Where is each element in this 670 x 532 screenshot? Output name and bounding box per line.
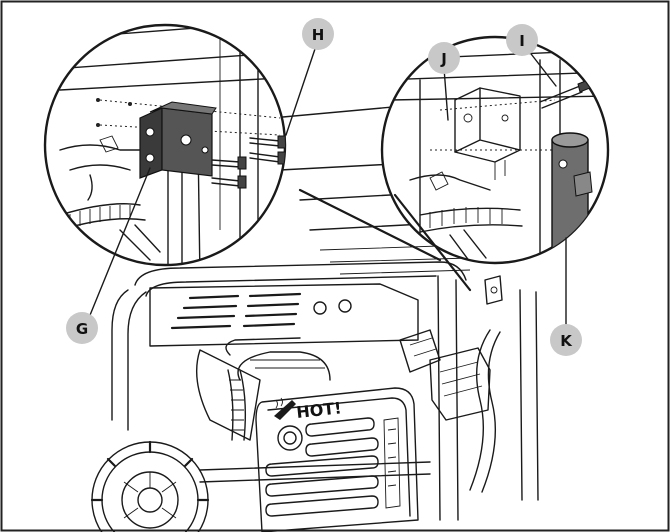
callout-h: H (302, 18, 334, 50)
callout-label-j: J (440, 50, 447, 68)
detail-circle-left (43, 23, 287, 267)
callout-k: K (550, 324, 582, 356)
callout-j: J (428, 42, 460, 74)
callout-bubble (550, 324, 582, 356)
wheel (90, 440, 210, 532)
connector-left (298, 188, 442, 262)
callout-label-g: G (76, 320, 88, 338)
leader-h (285, 45, 317, 136)
mounting-bracket (139, 101, 217, 179)
panel-vents (170, 292, 302, 330)
callout-bubble (506, 24, 538, 56)
callout-bubble (428, 42, 460, 74)
hinge-bracket (454, 87, 521, 180)
hot-warning-icon (274, 397, 296, 420)
leader-i (527, 49, 557, 87)
callout-bubble (66, 312, 98, 344)
detail-circle-right (380, 35, 610, 265)
callout-i: I (506, 24, 538, 56)
callout-label-h: H (312, 26, 325, 44)
muffler-slots (265, 417, 401, 517)
callout-bubble (302, 18, 334, 50)
muffler-cover: HOT! (255, 387, 419, 532)
leader-j (443, 67, 449, 121)
bolts (211, 135, 285, 189)
leader-g (85, 167, 151, 326)
callout-label-k: K (560, 332, 573, 350)
connector-right (393, 193, 472, 292)
hot-label: HOT! (295, 398, 342, 422)
callout-label-i: I (519, 32, 525, 50)
callout-g: G (66, 312, 98, 344)
